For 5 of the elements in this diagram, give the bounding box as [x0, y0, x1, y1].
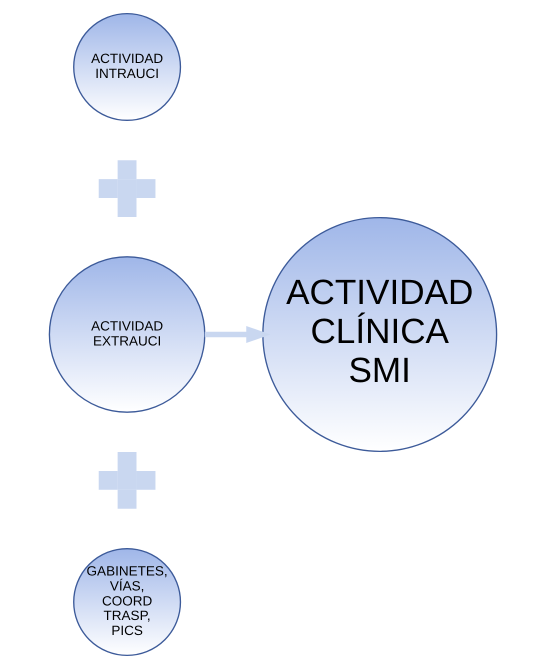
node-circle: ACTIVIDAD EXTRAUCI — [48, 256, 205, 413]
node-circle: GABINETES, VÍAS, COORD TRASP, PICS — [72, 548, 181, 656]
node-circle: ACTIVIDAD CLÍNICA SMI — [262, 216, 497, 452]
arrow — [204, 326, 270, 344]
node-circle: ACTIVIDAD INTRAUCI — [72, 12, 181, 122]
